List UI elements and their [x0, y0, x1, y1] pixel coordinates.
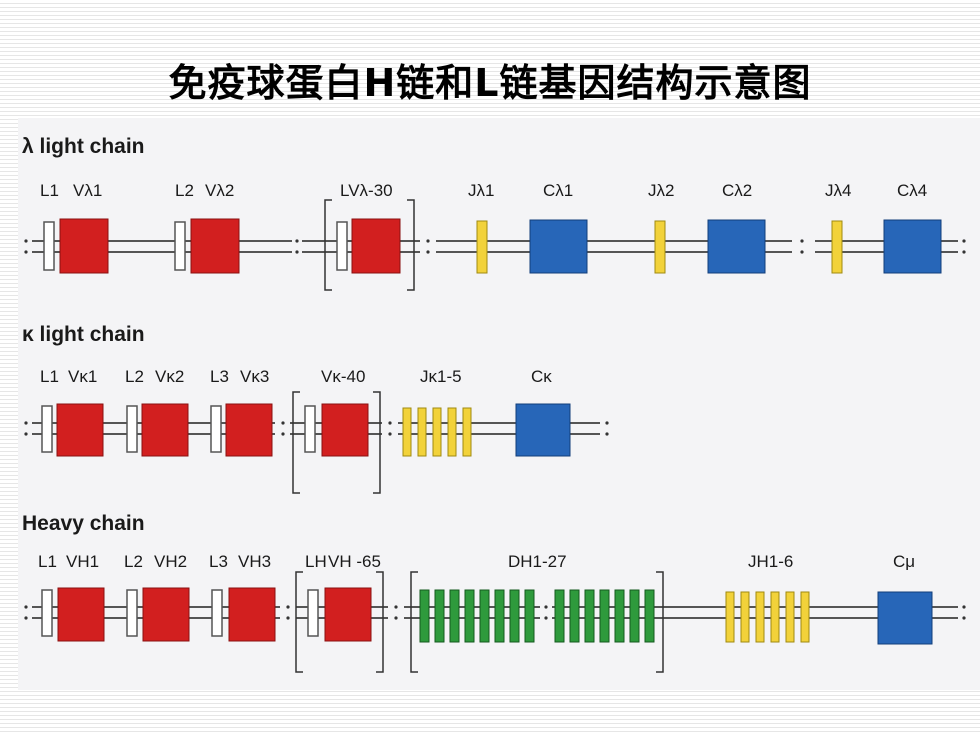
heavy-j-segments: [725, 591, 810, 643]
kappa-label-l2: L2: [125, 367, 144, 386]
heavy-leader-h: [307, 589, 319, 637]
heavy-bracket-left-v: [295, 571, 303, 673]
heavy-v-segment-2: [142, 587, 190, 642]
heavy-leader-3: [211, 589, 223, 637]
lambda-light-chain: λ light chain L1: [22, 135, 966, 291]
kappa-label-l3: L3: [210, 367, 229, 386]
lambda-v-segment-1: [59, 218, 109, 274]
kappa-j-segments: [402, 407, 472, 457]
heavy-label-vh65: VH -65: [328, 552, 381, 571]
kappa-dna-strand: [32, 422, 600, 435]
kappa-label-v40: Vκ-40: [321, 367, 365, 386]
heavy-c-mu-segment: [877, 591, 933, 645]
kappa-leader-2: [126, 405, 138, 453]
heavy-label-d127: DH1-27: [508, 552, 567, 571]
lambda-c-segment-1: [529, 219, 588, 274]
heavy-break-dots: [24, 605, 966, 620]
lambda-section-title: λ light chain: [22, 135, 145, 158]
heavy-d-segments: [419, 589, 655, 643]
lambda-c-segment-4: [883, 219, 942, 274]
heavy-v-segment-3: [228, 587, 276, 642]
lambda-break-dots: [24, 239, 966, 254]
lambda-c-segment-2: [707, 219, 766, 274]
kappa-label-v2: Vκ2: [155, 367, 184, 386]
heavy-bracket-right-d: [656, 571, 664, 673]
lambda-v-segment-30: [351, 218, 401, 274]
heavy-v-segment-1: [57, 587, 105, 642]
lambda-leader-30: [336, 221, 348, 271]
lambda-label-lv30: LVλ-30: [340, 181, 393, 200]
kappa-break-dots: [24, 421, 609, 436]
lambda-label-c2: Cλ2: [722, 181, 752, 200]
kappa-label-l1: L1: [40, 367, 59, 386]
heavy-label-jh16: JH1-6: [748, 552, 793, 571]
kappa-label-v3: Vκ3: [240, 367, 269, 386]
lambda-j-segment-1: [476, 220, 488, 274]
lambda-j-segment-2: [654, 220, 666, 274]
lambda-j-segment-4: [831, 220, 843, 274]
lambda-bracket-right: [407, 199, 415, 291]
kappa-leader-1: [41, 405, 53, 453]
lambda-dna-strand: [32, 240, 958, 253]
kappa-bracket-left: [292, 391, 300, 494]
kappa-c-segment: [515, 403, 571, 457]
lambda-label-c4: Cλ4: [897, 181, 927, 200]
lambda-label-j2: Jλ2: [648, 181, 674, 200]
lambda-label-j4: Jλ4: [825, 181, 851, 200]
heavy-leader-2: [126, 589, 138, 637]
heavy-label-v2: VH2: [154, 552, 187, 571]
lambda-label-j1: Jλ1: [468, 181, 494, 200]
kappa-label-c: Cκ: [531, 367, 552, 386]
heavy-label-lh: LH: [305, 552, 327, 571]
lambda-label-c1: Cλ1: [543, 181, 573, 200]
heavy-bracket-left-d: [410, 571, 418, 673]
lambda-v-segment-2: [190, 218, 240, 274]
lambda-label-l2: L2: [175, 181, 194, 200]
kappa-label-v1: Vκ1: [68, 367, 97, 386]
kappa-leader-3: [210, 405, 222, 453]
kappa-light-chain: κ light chain L1 Vκ: [22, 323, 609, 494]
kappa-bracket-right: [373, 391, 381, 494]
kappa-v-segment-2: [141, 403, 189, 457]
kappa-label-j15: Jκ1-5: [420, 367, 462, 386]
heavy-bracket-right-v: [376, 571, 384, 673]
heavy-label-v3: VH3: [238, 552, 271, 571]
lambda-label-v2: Vλ2: [205, 181, 234, 200]
heavy-label-l1: L1: [38, 552, 57, 571]
heavy-v-segment-65: [324, 587, 372, 642]
kappa-v-segment-40: [321, 403, 369, 457]
kappa-leader-40: [304, 405, 316, 453]
lambda-label-v1: Vλ1: [73, 181, 102, 200]
heavy-label-cmu: Cμ: [893, 552, 915, 571]
kappa-section-title: κ light chain: [22, 323, 145, 346]
lambda-label-l1: L1: [40, 181, 59, 200]
heavy-label-l2: L2: [124, 552, 143, 571]
lambda-bracket-left: [324, 199, 332, 291]
page-title: 免疫球蛋白H链和L链基因结构示意图: [168, 61, 812, 105]
kappa-v-segment-3: [225, 403, 273, 457]
heavy-label-v1: VH1: [66, 552, 99, 571]
heavy-chain: Heavy chain: [22, 512, 966, 673]
kappa-v-segment-1: [56, 403, 104, 457]
heavy-section-title: Heavy chain: [22, 512, 145, 535]
heavy-label-l3: L3: [209, 552, 228, 571]
lambda-leader-2: [174, 221, 186, 271]
lambda-leader-1: [43, 221, 55, 271]
heavy-leader-1: [41, 589, 53, 637]
